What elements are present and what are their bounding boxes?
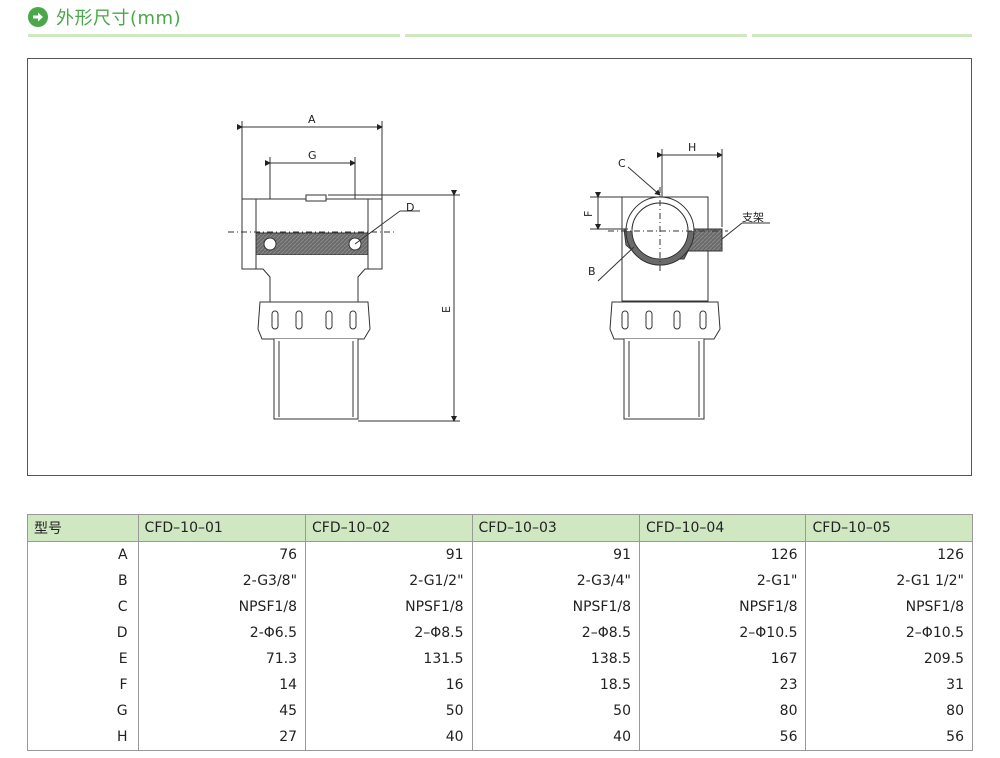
dim-label-d: D [406, 201, 414, 214]
table-cell: 45 [137, 698, 307, 724]
table-cell: 2–Φ10.5 [638, 620, 807, 646]
row-label: A [27, 541, 139, 568]
row-label: C [27, 594, 139, 620]
table-cell: 2-G3/4" [471, 568, 641, 594]
table-row: D 2-Φ6.5 2–Φ8.5 2–Φ8.5 2–Φ10.5 2–Φ10.5 [27, 620, 973, 646]
row-label: H [27, 724, 139, 751]
model-header: CFD–10–02 [305, 514, 473, 542]
table-row: H 27 40 40 56 56 [27, 724, 973, 751]
table-cell: 14 [137, 672, 307, 698]
header-divider [28, 34, 400, 37]
table-cell: 76 [137, 541, 307, 568]
table-cell: 2-G1 1/2" [805, 568, 973, 594]
section-header: 外形尺寸(mm) [28, 4, 181, 30]
table-header-row: 型号 CFD–10–01 CFD–10–02 CFD–10–03 CFD–10–… [27, 514, 973, 542]
model-header: CFD–10–03 [471, 514, 641, 542]
table-cell: 80 [638, 698, 807, 724]
table-row: F 14 16 18.5 23 31 [27, 672, 973, 698]
dim-label-h: H [688, 141, 696, 154]
header-divider [752, 34, 972, 37]
table-cell: 18.5 [471, 672, 641, 698]
row-label: E [27, 646, 139, 672]
table-cell: NPSF1/8 [638, 594, 807, 620]
table-cell: 40 [471, 724, 641, 751]
table-cell: 2-G1" [638, 568, 807, 594]
table-cell: NPSF1/8 [305, 594, 473, 620]
table-cell: 71.3 [137, 646, 307, 672]
header-divider [405, 34, 747, 37]
table-cell: NPSF1/8 [137, 594, 307, 620]
dim-label-g: G [308, 149, 317, 162]
table-cell: 167 [638, 646, 807, 672]
table-row: E 71.3 131.5 138.5 167 209.5 [27, 646, 973, 672]
row-label: G [27, 698, 139, 724]
table-cell: 80 [805, 698, 973, 724]
table-cell: 27 [137, 724, 307, 751]
table-cell: 16 [305, 672, 473, 698]
dim-label-c: C [618, 157, 626, 170]
dim-label-bracket: 支架 [742, 211, 764, 224]
row-label: B [27, 568, 139, 594]
table-cell: 131.5 [305, 646, 473, 672]
technical-drawing-svg: A G D E H C F B 支架 [228, 113, 770, 422]
model-header: CFD–10–01 [137, 514, 307, 542]
dim-label-e: E [440, 306, 453, 313]
table-cell: 31 [805, 672, 973, 698]
model-header: CFD–10–04 [638, 514, 807, 542]
table-row: G 45 50 50 80 80 [27, 698, 973, 724]
table-cell: 138.5 [471, 646, 641, 672]
corner-header: 型号 [27, 514, 139, 542]
table-cell: 50 [305, 698, 473, 724]
table-cell: 56 [638, 724, 807, 751]
table-cell: 56 [805, 724, 973, 751]
arrow-right-circle-icon [28, 7, 48, 27]
table-cell: NPSF1/8 [471, 594, 641, 620]
table-cell: 23 [638, 672, 807, 698]
table-cell: 50 [471, 698, 641, 724]
side-view [590, 149, 770, 420]
dim-label-f: F [582, 211, 595, 217]
table-cell: 2–Φ8.5 [305, 620, 473, 646]
table-cell: 2–Φ10.5 [805, 620, 973, 646]
table-cell: 126 [638, 541, 807, 568]
table-cell: 91 [471, 541, 641, 568]
front-view [228, 121, 460, 422]
table-cell: 126 [805, 541, 973, 568]
table-cell: 2-G3/8" [137, 568, 307, 594]
table-cell: NPSF1/8 [805, 594, 973, 620]
dimension-drawing: A G D E H C F B 支架 [27, 58, 972, 476]
dim-label-a: A [308, 113, 316, 126]
dim-label-b: B [588, 265, 596, 278]
table-row: B 2-G3/8" 2-G1/2" 2-G3/4" 2-G1" 2-G1 1/2… [27, 568, 973, 594]
table-cell: 40 [305, 724, 473, 751]
table-cell: 2-Φ6.5 [137, 620, 307, 646]
section-title: 外形尺寸(mm) [56, 8, 182, 29]
table-row: C NPSF1/8 NPSF1/8 NPSF1/8 NPSF1/8 NPSF1/… [27, 594, 973, 620]
table-cell: 91 [305, 541, 473, 568]
spec-table: 型号 CFD–10–01 CFD–10–02 CFD–10–03 CFD–10–… [27, 514, 973, 751]
table-cell: 2-G1/2" [305, 568, 473, 594]
table-cell: 209.5 [805, 646, 973, 672]
model-header: CFD–10–05 [805, 514, 973, 542]
row-label: D [27, 620, 139, 646]
table-cell: 2–Φ8.5 [471, 620, 641, 646]
row-label: F [27, 672, 139, 698]
table-row: A 76 91 91 126 126 [27, 541, 973, 568]
